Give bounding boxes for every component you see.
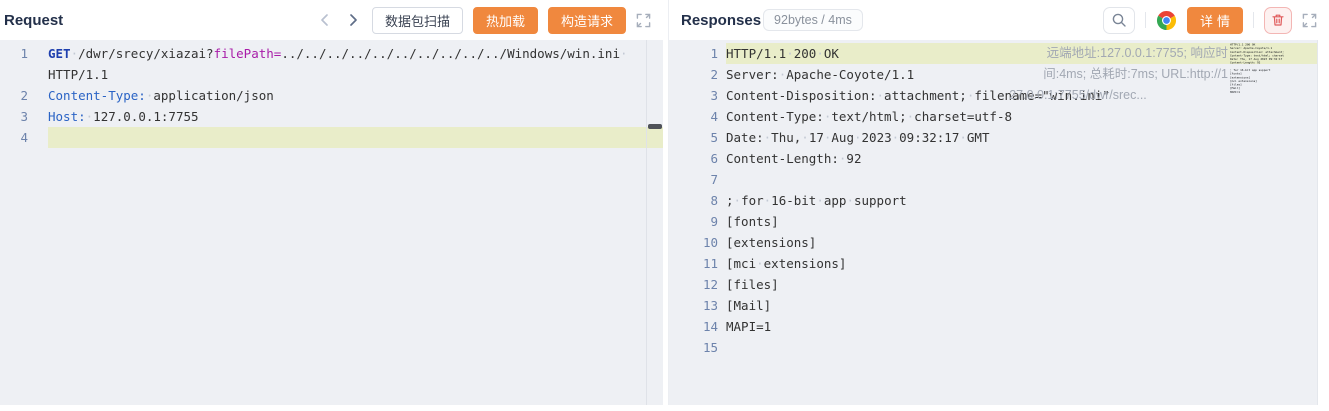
code-line: 3 Content-Disposition:·attachment;·filena… <box>669 85 1317 106</box>
response-editor[interactable]: 1 HTTP/1.1·200·OK 2 Server:·Apache-Coyote/1… <box>669 40 1318 405</box>
code-line-text: Content-Length:·92 <box>726 151 862 166</box>
header-divider <box>1144 12 1146 28</box>
line-number: 12 <box>702 277 718 292</box>
line-number: 5 <box>710 130 718 145</box>
fullscreen-icon <box>636 13 651 27</box>
request-code: 1 GET·/dwr/srecy/xiazai?filePath=../../..… <box>0 43 663 148</box>
line-number: 11 <box>702 256 718 271</box>
prev-request-button[interactable] <box>316 11 334 29</box>
request-title: Request <box>4 11 64 29</box>
code-line-text: [mci·extensions] <box>726 256 847 271</box>
code-line-text: [files] <box>726 277 779 292</box>
code-line-text: Date:·Thu,·17·Aug·2023·09:32:17·GMT <box>726 130 990 145</box>
code-line-text <box>726 337 1317 358</box>
line-number: 1 <box>20 46 28 61</box>
code-line-text: Server:·Apache-Coyote/1.1 <box>726 67 915 82</box>
chevron-left-icon <box>321 14 328 26</box>
line-number: 9 <box>710 214 718 229</box>
fullscreen-icon <box>1302 13 1317 27</box>
request-editor[interactable]: 1 GET·/dwr/srecy/xiazai?filePath=../../..… <box>0 40 663 405</box>
open-in-browser-button[interactable] <box>1156 10 1177 31</box>
minimap-text: HTTP/1.1 200 OK Server: Apache-Coyote/1.… <box>1230 43 1284 94</box>
code-line: 13 [Mail] <box>669 295 1317 316</box>
request-scrollbar-track <box>646 40 647 405</box>
code-line: 12 [files] <box>669 274 1317 295</box>
code-line-text: Content-Type:·application/json <box>48 88 274 103</box>
line-number: 7 <box>710 172 718 187</box>
chevron-right-icon <box>350 14 357 26</box>
request-scrollbar-thumb[interactable] <box>648 124 662 129</box>
line-number: 4 <box>20 130 28 145</box>
response-code: 1 HTTP/1.1·200·OK 2 Server:·Apache-Coyote/1… <box>669 43 1317 358</box>
clear-response-button[interactable] <box>1264 6 1292 34</box>
request-panel: Request 数据包扫描 热加载 构造请求 1 GET·/dwr/srecy/x… <box>0 0 663 405</box>
line-number: 1 <box>710 46 718 61</box>
code-line: 4 Content-Type:·text/html;·charset=utf-8 <box>669 106 1317 127</box>
code-line-text <box>726 169 1317 190</box>
code-line: 8 ;·for·16-bit·app·support <box>669 190 1317 211</box>
code-line-text: [Mail] <box>726 298 772 313</box>
line-number: 2 <box>20 88 28 103</box>
code-line-text: MAPI=1 <box>726 319 772 334</box>
code-line: 1 GET·/dwr/srecy/xiazai?filePath=../../..… <box>0 43 663 64</box>
code-line: 14 MAPI=1 <box>669 316 1317 337</box>
code-line-text: GET·/dwr/srecy/xiazai?filePath=../../../… <box>48 46 628 61</box>
code-line-text: Host:·127.0.0.1:7755 <box>48 109 199 124</box>
request-header: Request 数据包扫描 热加载 构造请求 <box>0 0 663 40</box>
packet-scan-button[interactable]: 数据包扫描 <box>371 6 463 34</box>
line-number: 10 <box>702 235 718 250</box>
chrome-icon <box>1156 10 1177 30</box>
detail-button[interactable]: 详情 <box>1186 6 1243 34</box>
response-size-time-badge: 92bytes / 4ms <box>763 8 863 32</box>
code-line-text: Content-Type:·text/html;·charset=utf-8 <box>726 109 1013 124</box>
code-line: 6 Content-Length:·92 <box>669 148 1317 169</box>
response-title: Responses <box>681 11 762 29</box>
code-line-text: [extensions] <box>726 235 817 250</box>
code-line-text: Content-Disposition:·attachment;·filenam… <box>726 88 1110 103</box>
hot-reload-button[interactable]: 热加载 <box>472 6 538 34</box>
code-line: 4 <box>0 127 663 148</box>
code-line-text: [fonts] <box>726 214 779 229</box>
line-number: 4 <box>710 109 718 124</box>
line-number: 2 <box>710 67 718 82</box>
code-line-text: ;·for·16-bit·app·support <box>726 193 907 208</box>
code-line: 10 [extensions] <box>669 232 1317 253</box>
line-number: 6 <box>710 151 718 166</box>
line-number: 3 <box>710 88 718 103</box>
code-line: 9 [fonts] <box>669 211 1317 232</box>
response-panel: Responses 92bytes / 4ms 详情 <box>668 0 1329 405</box>
line-number <box>0 64 28 85</box>
code-line: HTTP/1.1 <box>0 64 663 85</box>
next-request-button[interactable] <box>344 11 362 29</box>
line-number: 8 <box>710 193 718 208</box>
response-minimap[interactable]: HTTP/1.1 200 OK Server: Apache-Coyote/1.… <box>1230 43 1284 101</box>
code-line: 2 Content-Type:·application/json <box>0 85 663 106</box>
line-number: 14 <box>702 319 718 334</box>
code-line: 11 [mci·extensions] <box>669 253 1317 274</box>
code-line: 1 HTTP/1.1·200·OK <box>669 43 1317 64</box>
code-line: 2 Server:·Apache-Coyote/1.1 <box>669 64 1317 85</box>
header-divider <box>1253 12 1254 28</box>
response-header: Responses 92bytes / 4ms 详情 <box>669 0 1329 40</box>
search-icon <box>1112 13 1126 27</box>
code-line: 7 <box>669 169 1317 190</box>
code-line-text <box>48 127 663 148</box>
construct-request-button[interactable]: 构造请求 <box>547 6 626 34</box>
request-fullscreen-button[interactable] <box>636 13 651 28</box>
code-line: 15 <box>669 337 1317 358</box>
code-line: 3 Host:·127.0.0.1:7755 <box>0 106 663 127</box>
code-line-text: HTTP/1.1·200·OK <box>726 43 1317 64</box>
trash-icon <box>1272 14 1284 26</box>
line-number: 15 <box>702 340 718 355</box>
code-line: 5 Date:·Thu,·17·Aug·2023·09:32:17·GMT <box>669 127 1317 148</box>
line-number: 13 <box>702 298 718 313</box>
line-number: 3 <box>20 109 28 124</box>
code-line-text: HTTP/1.1 <box>48 67 109 82</box>
search-button[interactable] <box>1102 6 1135 34</box>
response-fullscreen-button[interactable] <box>1302 13 1317 28</box>
